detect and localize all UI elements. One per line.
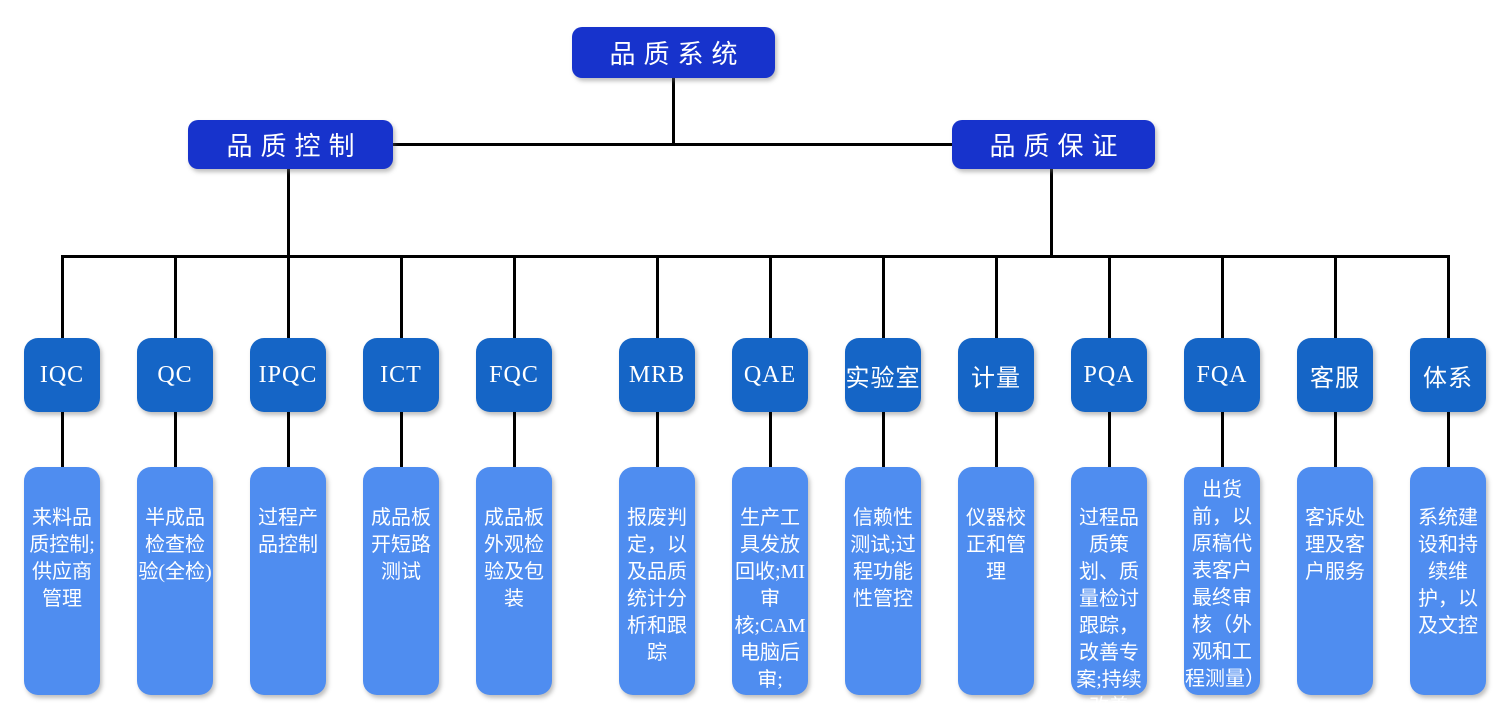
connector-iqc-lower xyxy=(60,412,64,467)
node-metrology-desc: 仪器校正和管理 xyxy=(958,467,1034,695)
node-mrb-desc: 报废判定，以及品质统计分析和跟踪 xyxy=(619,467,695,695)
node-mrb-label: MRB xyxy=(628,361,686,388)
node-qae: QAE xyxy=(732,338,808,412)
connector-pqa-upper xyxy=(1107,255,1111,338)
node-ict: ICT xyxy=(363,338,439,412)
connector-pqa-lower xyxy=(1107,412,1111,467)
node-fqa: FQA xyxy=(1184,338,1260,412)
node-ipqc-desc: 过程产品控制 xyxy=(250,467,326,695)
connector-ipqc-upper xyxy=(286,255,290,338)
column-iqc: IQC 来料品质控制;供应商管理 xyxy=(24,255,100,695)
connector-customer-service-upper xyxy=(1333,255,1337,338)
node-qc: QC xyxy=(137,338,213,412)
column-qc: QC 半成品检查检验(全检) xyxy=(137,255,213,695)
node-customer-service-label: 客服 xyxy=(1310,365,1360,392)
node-customer-service-desc: 客诉处理及客户服务 xyxy=(1297,467,1373,695)
node-system-desc: 系统建设和持续维护，以及文控 xyxy=(1410,467,1486,695)
column-fqa: FQA 出货前，以原稿代表客户最终审核（外观和工程测量） xyxy=(1184,255,1265,695)
node-ict-desc: 成品板开短路测试 xyxy=(363,467,439,695)
node-system-label: 体系 xyxy=(1423,365,1473,392)
node-qae-desc: 生产工具发放回收;MI审核;CAM电脑后审; xyxy=(732,467,808,695)
column-pqa: PQA 过程品质策划、质量检讨跟踪，改善专案;持续改善 xyxy=(1071,255,1147,718)
connector-customer-service-lower xyxy=(1333,412,1337,467)
node-iqc-label: IQC xyxy=(39,361,85,388)
node-fqc: FQC xyxy=(476,338,552,412)
node-lab-desc: 信赖性测试;过程功能性管控 xyxy=(845,467,921,695)
connector-level2-horizontal xyxy=(393,143,952,146)
connector-mrb-lower xyxy=(655,412,659,467)
node-pqa-desc: 过程品质策划、质量检讨跟踪，改善专案;持续改善 xyxy=(1071,467,1147,718)
node-fqc-desc: 成品板外观检验及包装 xyxy=(476,467,552,695)
node-mrb: MRB xyxy=(619,338,695,412)
node-quality-system-label: 品质系统 xyxy=(609,40,746,69)
connector-root-vertical xyxy=(672,78,675,146)
connector-metrology-upper xyxy=(994,255,998,338)
column-metrology: 计量 仪器校正和管理 xyxy=(958,255,1034,695)
node-lab-label: 实验室 xyxy=(845,365,921,392)
connector-fqa-upper xyxy=(1220,255,1224,338)
node-metrology-label: 计量 xyxy=(971,365,1021,392)
connector-ict-upper xyxy=(399,255,403,338)
node-ict-label: ICT xyxy=(380,361,422,388)
node-pqa-label: PQA xyxy=(1083,361,1135,388)
connector-ipqc-lower xyxy=(286,412,290,467)
connector-qc-vertical xyxy=(287,169,290,258)
column-ict: ICT 成品板开短路测试 xyxy=(363,255,439,695)
connector-fqa-lower xyxy=(1220,412,1224,467)
connector-qc-lower xyxy=(173,412,177,467)
node-qae-label: QAE xyxy=(743,361,797,388)
node-ipqc-label: IPQC xyxy=(258,361,318,388)
connector-qa-vertical xyxy=(1050,169,1053,258)
node-fqa-label: FQA xyxy=(1196,361,1248,388)
connector-qae-upper xyxy=(768,255,772,338)
node-quality-control: 品质控制 xyxy=(188,120,393,169)
connector-iqc-upper xyxy=(60,255,64,338)
connector-ict-lower xyxy=(399,412,403,467)
column-system: 体系 系统建设和持续维护，以及文控 xyxy=(1410,255,1486,695)
node-pqa: PQA xyxy=(1071,338,1147,412)
node-fqc-label: FQC xyxy=(489,361,539,388)
node-ipqc: IPQC xyxy=(250,338,326,412)
node-quality-assurance-label: 品质保证 xyxy=(989,132,1126,161)
column-ipqc: IPQC 过程产品控制 xyxy=(250,255,326,695)
node-quality-control-label: 品质控制 xyxy=(226,132,363,161)
connector-qae-lower xyxy=(768,412,772,467)
connector-lab-upper xyxy=(881,255,885,338)
connector-qc-upper xyxy=(173,255,177,338)
column-qae: QAE 生产工具发放回收;MI审核;CAM电脑后审; xyxy=(732,255,808,695)
node-system: 体系 xyxy=(1410,338,1486,412)
connector-lab-lower xyxy=(881,412,885,467)
node-iqc-desc: 来料品质控制;供应商管理 xyxy=(24,467,100,695)
column-mrb: MRB 报废判定，以及品质统计分析和跟踪 xyxy=(619,255,695,695)
column-fqc: FQC 成品板外观检验及包装 xyxy=(476,255,552,695)
connector-metrology-lower xyxy=(994,412,998,467)
node-fqa-desc: 出货前，以原稿代表客户最终审核（外观和工程测量） xyxy=(1184,467,1265,695)
connector-fqc-upper xyxy=(512,255,516,338)
connector-system-lower xyxy=(1446,412,1450,467)
node-lab: 实验室 xyxy=(845,338,921,412)
node-qc-desc: 半成品检查检验(全检) xyxy=(137,467,213,695)
node-quality-assurance: 品质保证 xyxy=(952,120,1155,169)
column-customer-service: 客服 客诉处理及客户服务 xyxy=(1297,255,1373,695)
connector-fqc-lower xyxy=(512,412,516,467)
connector-bus-horizontal xyxy=(62,255,1448,258)
connector-mrb-upper xyxy=(655,255,659,338)
column-lab: 实验室 信赖性测试;过程功能性管控 xyxy=(845,255,921,695)
node-quality-system: 品质系统 xyxy=(572,27,775,78)
node-customer-service: 客服 xyxy=(1297,338,1373,412)
connector-system-upper xyxy=(1446,255,1450,338)
node-iqc: IQC xyxy=(24,338,100,412)
node-qc-label: QC xyxy=(157,361,193,388)
node-metrology: 计量 xyxy=(958,338,1034,412)
